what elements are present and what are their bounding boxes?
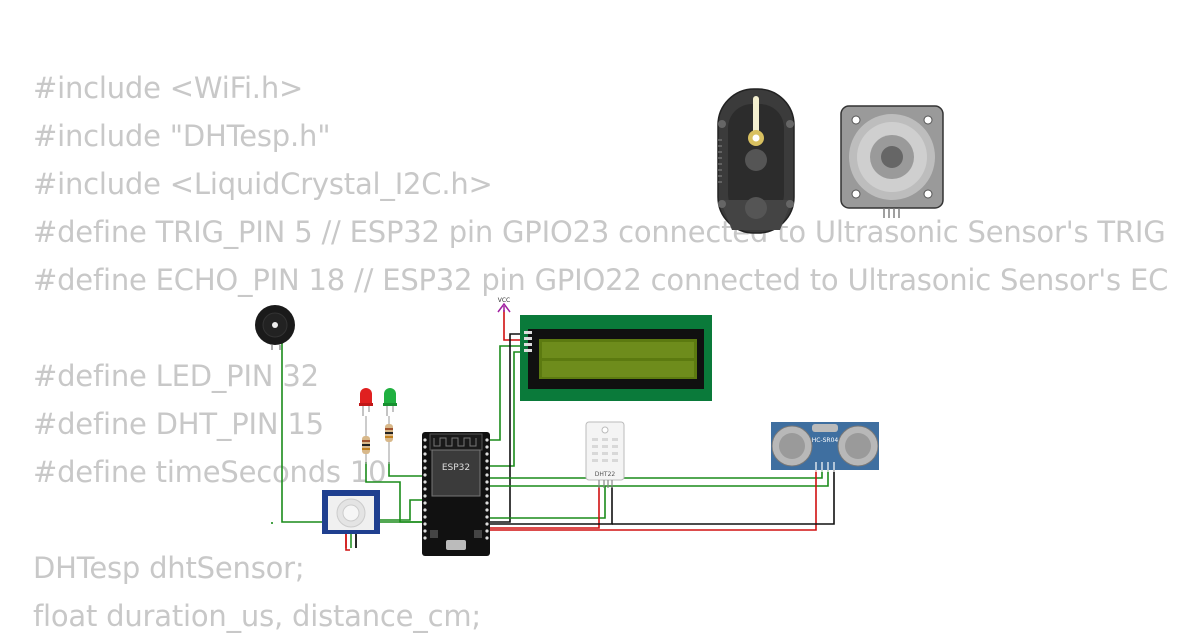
wire-led-green-green[interactable] xyxy=(388,462,425,477)
pir-sensor[interactable] xyxy=(322,490,380,548)
dht-label: DHT22 xyxy=(595,471,616,478)
wire-lcd-vcc-red[interactable] xyxy=(503,310,522,341)
wire-us-echo-green[interactable] xyxy=(490,470,829,487)
ultrasonic-label: HC-SR04 xyxy=(812,437,839,444)
code-line: #define ECHO_PIN 18 // ESP32 pin GPIO22 … xyxy=(33,263,1168,297)
resistor-1[interactable] xyxy=(362,416,370,464)
ultrasonic-sensor[interactable]: HC-SR04 xyxy=(771,422,879,472)
esp32-label: ESP32 xyxy=(442,463,470,473)
wire-lcd-gnd-black[interactable] xyxy=(490,333,522,523)
wire-lcd-scl-green[interactable] xyxy=(490,351,522,467)
dht22-sensor[interactable]: DHT22 xyxy=(585,421,625,488)
wire-dht-data-green[interactable] xyxy=(490,486,606,519)
stepper-motor[interactable] xyxy=(840,105,944,218)
code-line: DHTesp dhtSensor; xyxy=(33,551,305,585)
code-line: #include <WiFi.h> xyxy=(33,71,304,105)
led-green[interactable] xyxy=(383,388,397,416)
code-line: #include "DHTesp.h" xyxy=(33,119,331,153)
servo-motor[interactable] xyxy=(717,88,795,234)
buzzer[interactable] xyxy=(255,305,295,350)
code-line: #include <LiquidCrystal_I2C.h> xyxy=(33,167,493,201)
wire-lcd-sda-green[interactable] xyxy=(490,345,522,441)
vcc-marker[interactable]: VCC xyxy=(497,297,511,313)
wire-us-gnd-black[interactable] xyxy=(612,470,835,525)
wire-us-trig-green[interactable] xyxy=(490,470,823,479)
esp32-board[interactable]: ESP32 xyxy=(422,432,490,556)
wire-pir-green-2[interactable] xyxy=(352,499,425,521)
code-line: #define DHT_PIN 15 xyxy=(33,407,324,441)
led-red[interactable] xyxy=(359,388,373,416)
resistor-2[interactable] xyxy=(385,416,393,464)
wire-led-red-green[interactable] xyxy=(365,462,425,523)
lcd-display[interactable] xyxy=(520,315,712,401)
wire-us-vcc-red[interactable] xyxy=(440,470,817,531)
code-line: #define LED_PIN 32 xyxy=(33,359,319,393)
code-line: float duration_us, distance_cm; xyxy=(33,599,481,633)
code-line: #define timeSeconds 10 xyxy=(33,455,387,489)
vcc-label: VCC xyxy=(498,297,510,304)
